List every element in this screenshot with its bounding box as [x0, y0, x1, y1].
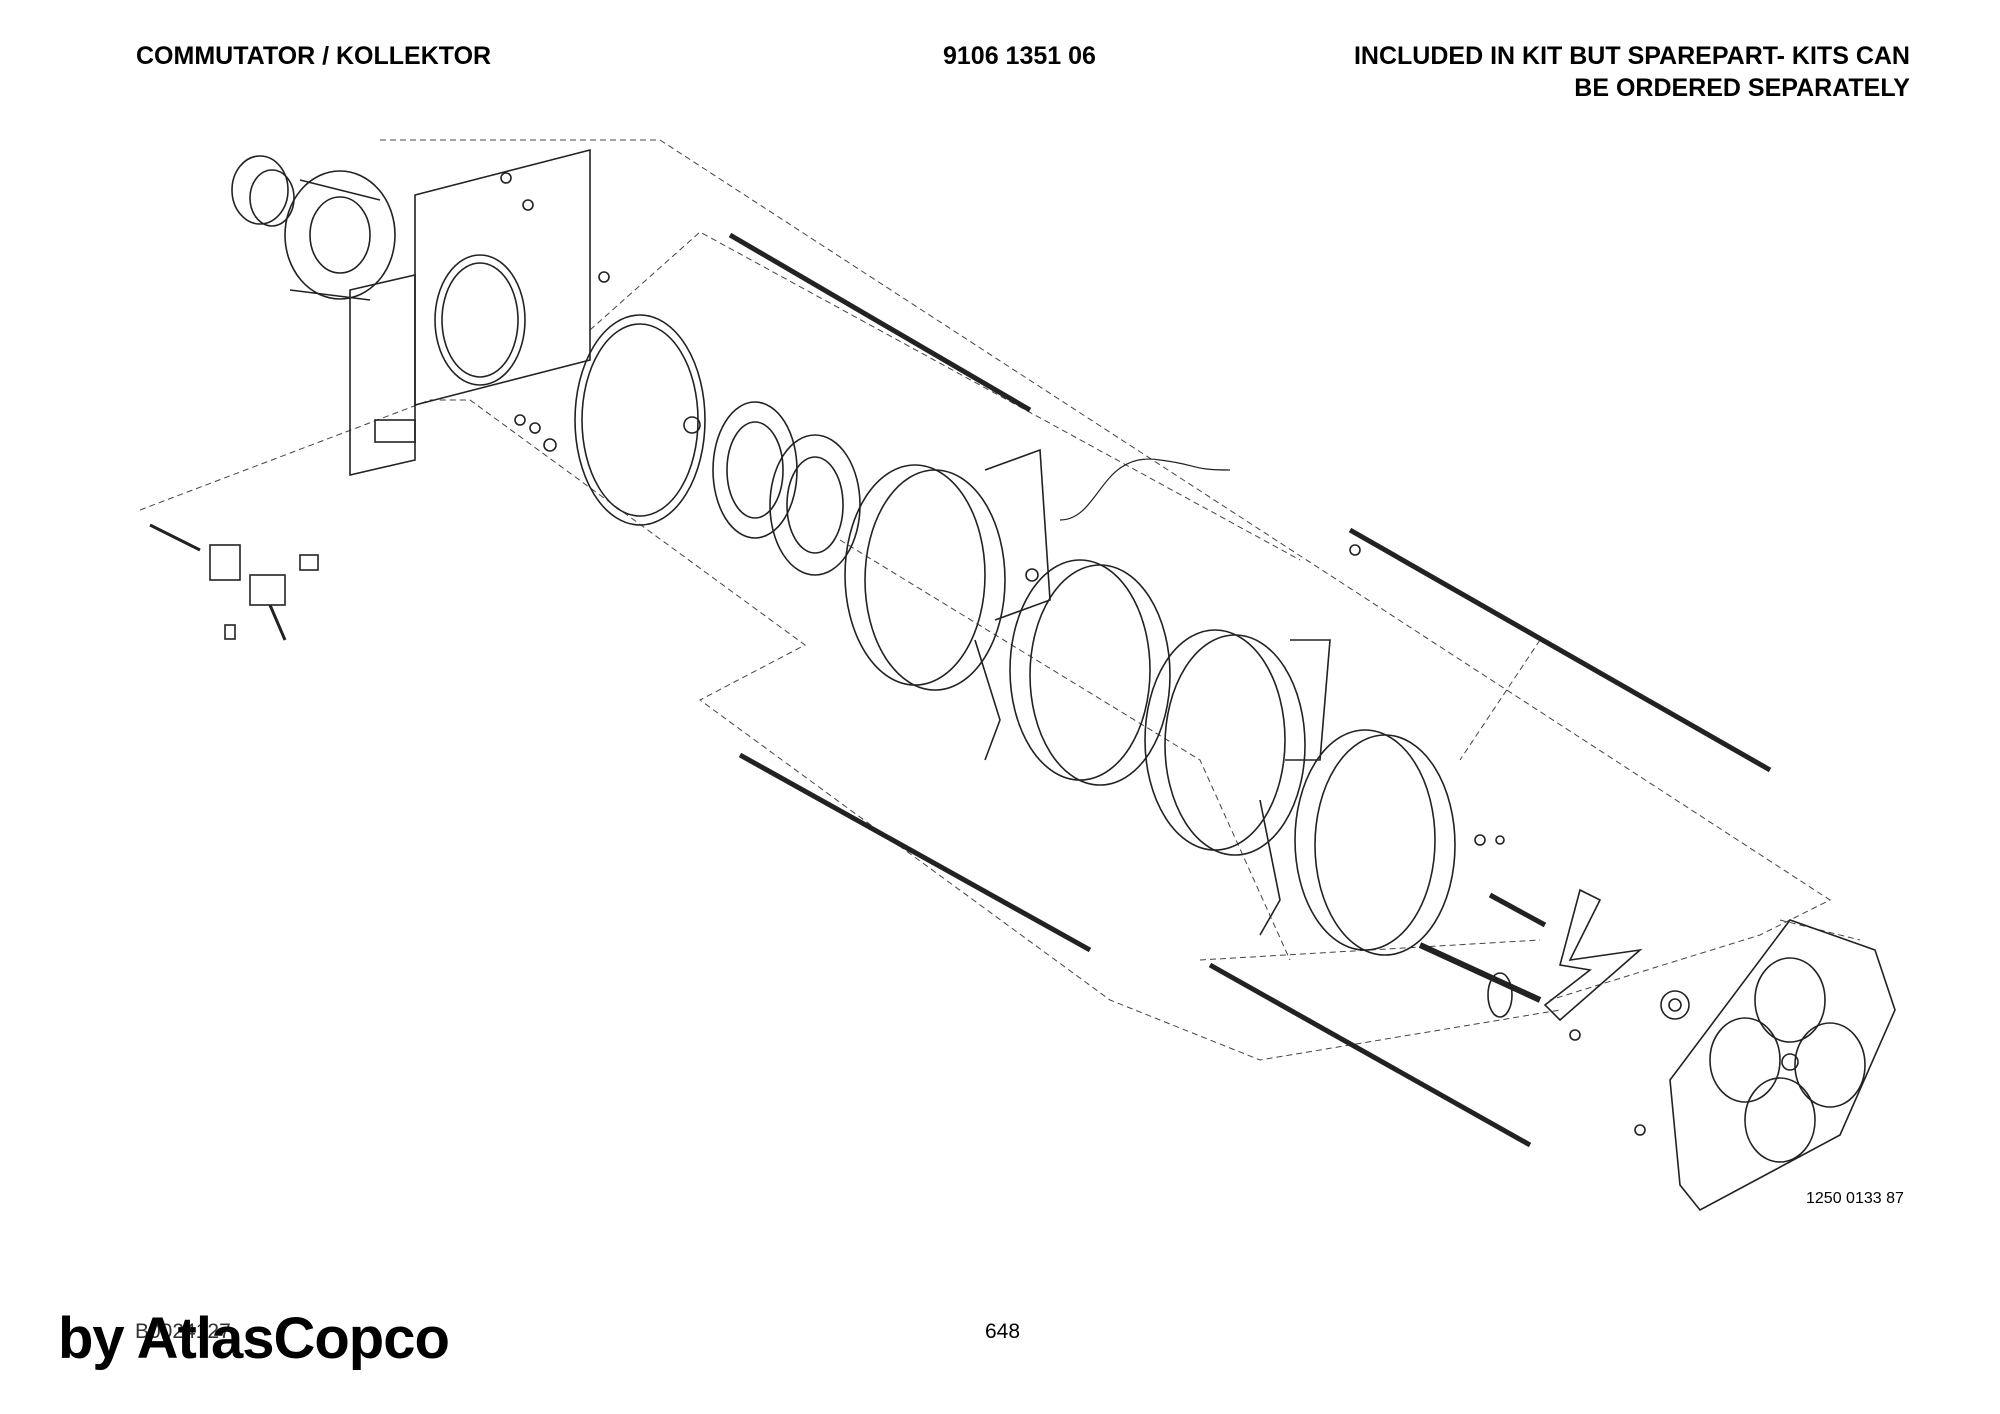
kit-note-line1: INCLUDED IN KIT BUT SPAREPART- KITS CAN [1353, 42, 1910, 70]
watermark: by AtlasCopco [58, 1306, 450, 1371]
brush-ring-4 [1259, 729, 1456, 956]
brush-holder-assembly [149, 523, 319, 641]
shaft-assembly [1418, 888, 1690, 1022]
drawing-part-number: 1250 0133 87 [1806, 1190, 1904, 1207]
connecting-cable [1059, 458, 1231, 521]
kit-number: 9106 1351 06 [943, 42, 1096, 70]
kit-note-line2: BE ORDERED SEPARATELY [1574, 74, 1910, 102]
threaded-rods [728, 232, 1772, 1148]
assembly-guide-lines [139, 139, 1861, 1061]
brush-ring-3 [1144, 629, 1331, 856]
fasteners [500, 172, 1646, 1136]
commutator-ring [231, 155, 396, 301]
section-title: COMMUTATOR / KOLLEKTOR [136, 42, 492, 70]
end-bracket [349, 148, 591, 477]
page-number: 648 [985, 1320, 1021, 1343]
brush-ring-2 [974, 559, 1171, 786]
kit-note: INCLUDED IN KIT BUT SPAREPART- KITS CAN … [1354, 40, 1910, 104]
doc-code: B0024127 [135, 1320, 231, 1343]
brush-rocker-plate [574, 314, 861, 576]
brush-ring-1 [844, 448, 1051, 691]
base-plate [1669, 919, 1896, 1212]
